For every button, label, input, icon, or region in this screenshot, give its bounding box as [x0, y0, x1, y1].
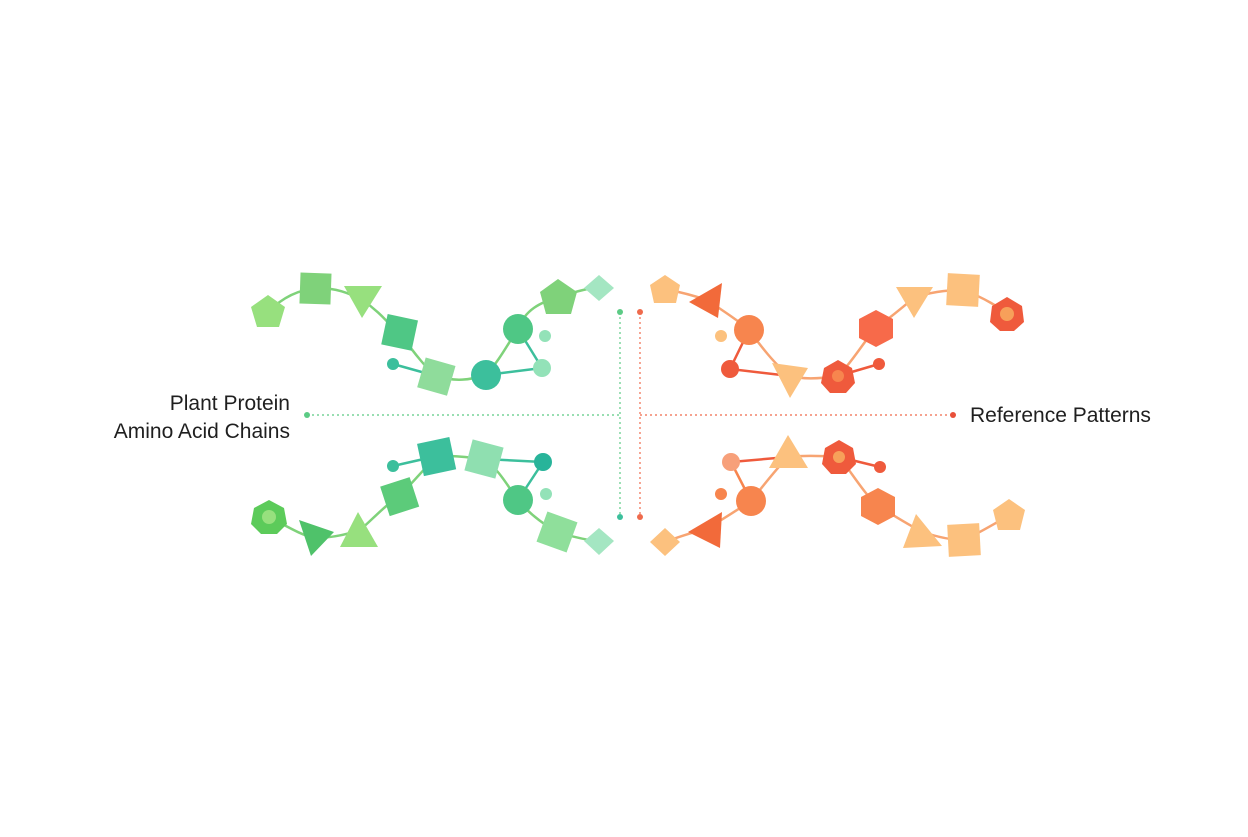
small-node — [539, 330, 551, 342]
hexagon-residue — [859, 310, 893, 347]
triangle-residue — [688, 512, 722, 548]
small-node — [715, 330, 727, 342]
divider-dot — [617, 309, 623, 315]
plant-chain-top — [251, 272, 614, 396]
small-node — [540, 488, 552, 500]
octagon-node — [736, 486, 766, 516]
small-node — [722, 453, 740, 471]
plant-protein-label: Plant Protein Amino Acid Chains — [60, 390, 290, 446]
square-residue — [380, 477, 420, 517]
guide-endpoint-left — [304, 412, 310, 418]
pentagon-residue — [251, 295, 285, 327]
triangle-residue — [689, 283, 722, 318]
divider-dot — [617, 514, 623, 520]
small-node — [874, 461, 886, 473]
left-label-line-1: Plant Protein — [169, 392, 290, 415]
left-label-line-2: Amino Acid Chains — [113, 420, 290, 443]
reference-chain-bottom — [650, 435, 1025, 557]
octagon-node — [503, 485, 533, 515]
square-residue — [381, 314, 418, 351]
square-residue — [299, 272, 332, 305]
residue-core — [1000, 307, 1014, 321]
small-node — [873, 358, 885, 370]
reference-patterns-label: Reference Patterns — [970, 404, 1151, 427]
residue-core — [832, 370, 844, 382]
small-node — [534, 453, 552, 471]
pentagon-residue — [993, 499, 1025, 530]
octagon-node — [503, 314, 533, 344]
pentagon-residue — [650, 275, 680, 303]
octagon-node — [471, 360, 501, 390]
plant-chain-bottom — [251, 437, 614, 556]
square-residue — [464, 439, 504, 479]
residue-core — [833, 451, 845, 463]
square-residue — [417, 357, 456, 396]
triangle-residue — [340, 512, 378, 547]
pentagon-residue — [540, 279, 577, 314]
diamond-residue — [584, 275, 614, 301]
triangle-residue — [299, 520, 334, 556]
octagon-node — [734, 315, 764, 345]
divider-dot — [637, 514, 643, 520]
small-node — [387, 358, 399, 370]
triangle-residue — [772, 363, 808, 398]
center-divider — [304, 309, 956, 520]
divider-dot — [637, 309, 643, 315]
small-node — [721, 360, 739, 378]
square-residue — [417, 437, 457, 477]
small-node — [715, 488, 727, 500]
square-residue — [536, 511, 578, 553]
diamond-residue — [584, 528, 614, 555]
small-node — [533, 359, 551, 377]
hexagon-residue — [861, 488, 895, 525]
triangle-residue — [896, 287, 933, 318]
triangle-residue — [903, 514, 942, 548]
guide-endpoint-right — [950, 412, 956, 418]
reference-chain-top — [650, 273, 1024, 398]
square-residue — [947, 523, 981, 557]
triangle-residue — [344, 286, 382, 318]
residue-core — [262, 510, 276, 524]
square-residue — [946, 273, 980, 307]
diamond-residue — [650, 528, 680, 556]
triangle-residue — [769, 435, 808, 468]
small-node — [387, 460, 399, 472]
